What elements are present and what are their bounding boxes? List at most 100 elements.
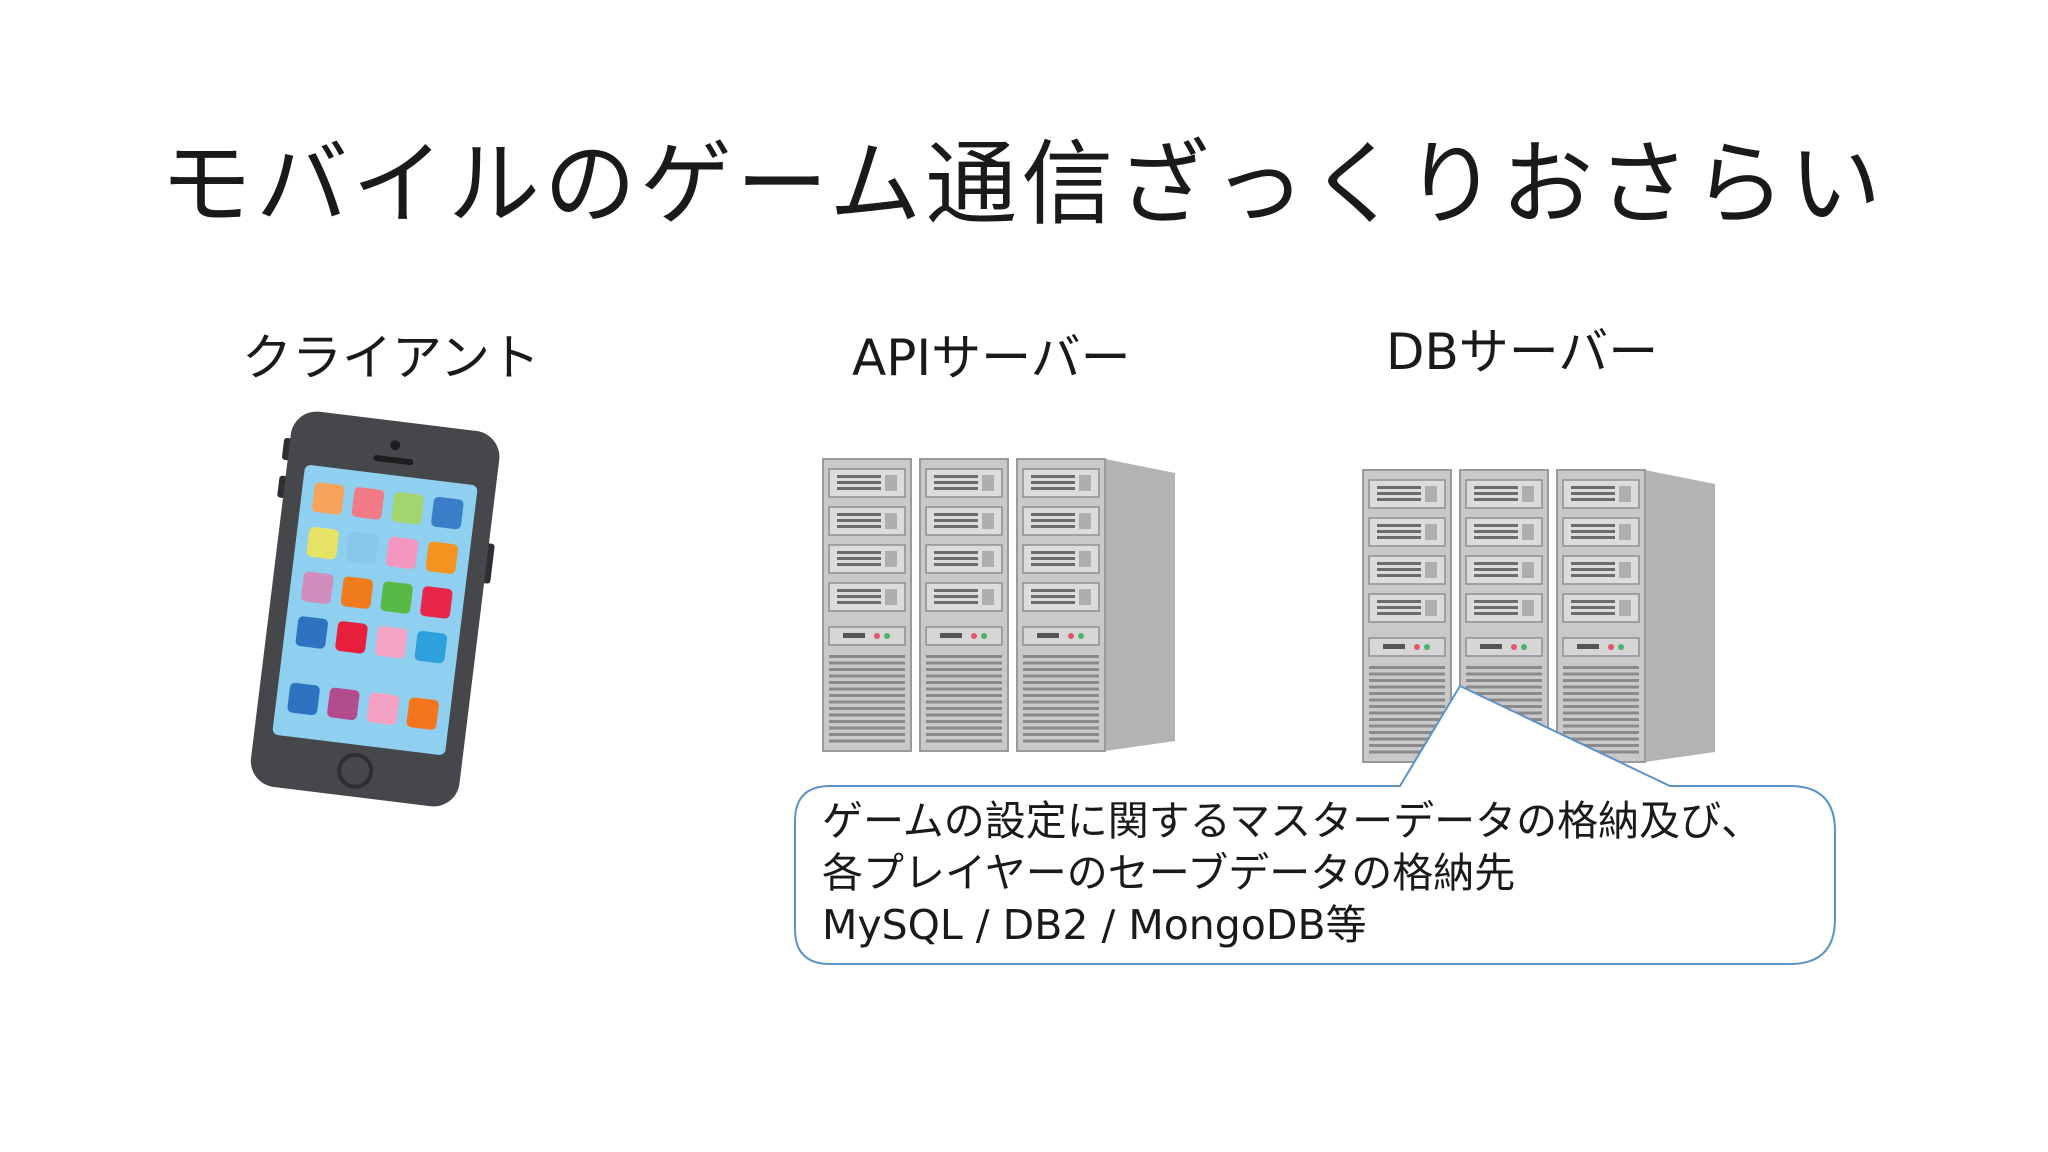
vent-slot (1474, 606, 1518, 609)
app-grid (287, 482, 464, 730)
vent-slot (837, 487, 881, 490)
vent-slot (1377, 486, 1421, 489)
vent-slot (1571, 606, 1615, 609)
slide-title: モバイルのゲーム通信ざっくりおさらい (160, 131, 1886, 238)
vent-slot (1571, 574, 1615, 577)
bay-latch (1522, 524, 1534, 540)
bay-latch (1425, 600, 1437, 616)
vent-slot (1377, 498, 1421, 501)
rack-side-panel (1645, 470, 1715, 762)
vent-slot (1031, 595, 1075, 598)
vent-slot (1377, 606, 1421, 609)
status-led (874, 633, 880, 639)
vent-slot (837, 513, 881, 516)
bay-latch (1522, 562, 1534, 578)
grill-line (1369, 666, 1445, 669)
grill-line (926, 713, 1002, 717)
vent-slot (1377, 530, 1421, 533)
grill-line (1023, 687, 1099, 691)
grill-line (829, 700, 905, 704)
vent-slot (1474, 536, 1518, 539)
control-panel (1022, 626, 1100, 646)
grill-line (926, 668, 1002, 671)
grill-line (926, 726, 1002, 730)
vent-slot (934, 475, 978, 478)
grill-line (829, 674, 905, 678)
status-led (971, 633, 977, 639)
status-led (1511, 644, 1517, 650)
db-server-label: DBサーバー (1386, 323, 1659, 381)
app-tile (375, 626, 408, 659)
panel-slot (1480, 644, 1502, 649)
app-tile (380, 581, 413, 614)
panel-slot (1383, 644, 1405, 649)
app-tile (287, 682, 320, 716)
grill-line (1023, 707, 1099, 710)
callout-line-3: MySQL / DB2 / MongoDB等 (822, 901, 1367, 949)
vent-slot (837, 589, 881, 592)
vent-slot (1031, 513, 1075, 516)
grill-line (829, 668, 905, 671)
grill-line (1466, 672, 1542, 676)
status-led (1424, 644, 1430, 650)
grill-line (829, 713, 905, 717)
grill-line (926, 739, 1002, 743)
phone-camera (390, 440, 401, 451)
app-tile (346, 531, 379, 565)
callout-line-2: 各プレイヤーのセーブデータの格納先 (822, 849, 1516, 897)
app-tile (306, 526, 339, 560)
vent-slot (1377, 574, 1421, 577)
vent-slot (1377, 568, 1421, 571)
grill-line (1466, 692, 1542, 695)
vent-slot (1571, 492, 1615, 495)
bay-latch (885, 589, 897, 605)
vent-slot (1474, 492, 1518, 495)
vent-slot (1031, 481, 1075, 484)
grill-line (829, 694, 905, 697)
vent-slot (837, 551, 881, 554)
bay-latch (885, 475, 897, 491)
grill-line (1563, 685, 1639, 689)
grill-line (1563, 718, 1639, 721)
vent-slot (1474, 612, 1518, 615)
vent-slot (934, 563, 978, 566)
vent-slot (1571, 536, 1615, 539)
vent-slot (1571, 562, 1615, 565)
vent-slot (1571, 600, 1615, 603)
grill-line (1563, 679, 1639, 682)
grill-line (829, 733, 905, 736)
grill-line (1563, 737, 1639, 741)
bay-latch (1079, 551, 1091, 567)
vent-slot (1377, 524, 1421, 527)
app-tile (420, 586, 453, 619)
status-led (981, 633, 987, 639)
app-tile (366, 692, 400, 725)
grill-line (1369, 737, 1445, 741)
phone-home-button (337, 752, 374, 789)
grill-line (829, 739, 905, 743)
grill-line (1023, 674, 1099, 678)
vent-slot (1377, 600, 1421, 603)
grill-line (1369, 698, 1445, 702)
control-panel (1368, 637, 1446, 657)
grill-line (1023, 655, 1099, 658)
vent-slot (837, 481, 881, 484)
app-tile (327, 687, 360, 720)
bay-latch (1079, 589, 1091, 605)
vent-slot (934, 595, 978, 598)
bay-latch (1522, 600, 1534, 616)
app-tile (386, 536, 419, 570)
grill-line (1369, 731, 1445, 734)
bay-latch (1425, 486, 1437, 502)
bay-latch (1079, 475, 1091, 491)
grill-line (829, 661, 905, 665)
grill-line (829, 720, 905, 723)
vent-slot (1031, 475, 1075, 478)
grill-line (1563, 744, 1639, 747)
panel-slot (1037, 633, 1059, 638)
client-label: クライアント (242, 329, 540, 387)
vent-slot (1031, 487, 1075, 490)
grill-line (1023, 739, 1099, 743)
status-led (1414, 644, 1420, 650)
status-led (884, 633, 890, 639)
